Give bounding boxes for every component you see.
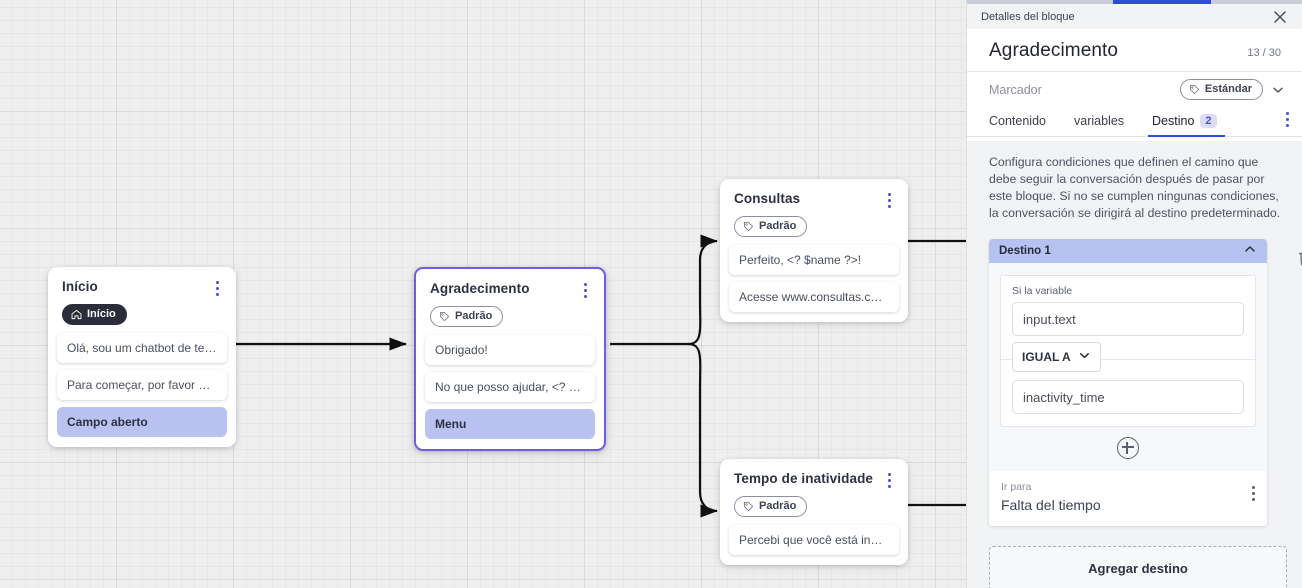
node-tag-label: Início — [87, 308, 116, 320]
node-message[interactable]: Perfeito, <? $name ?>! — [729, 245, 899, 275]
variable-input[interactable]: input.text — [1012, 302, 1244, 336]
node-messages: Obrigado! No que posso ajudar, <? $name … — [416, 335, 604, 449]
goto-value: Falta del tiempo — [1001, 497, 1101, 513]
flow-node-inicio[interactable]: Início Início Olá, sou um chatbot de tes… — [48, 267, 236, 447]
flow-node-consultas[interactable]: Consultas Padrão Perfeito, <? $name ?>! … — [720, 179, 908, 322]
operator-label: IGUAL A — [1022, 350, 1071, 364]
char-counter: 13 / 30 — [1247, 47, 1281, 59]
node-messages: Olá, sou um chatbot de teste! Para começ… — [48, 333, 236, 447]
panel-overflow-menu-button[interactable] — [1286, 112, 1289, 136]
operator-row: IGUAL A — [1001, 342, 1255, 376]
node-message-highlight[interactable]: Campo aberto — [57, 407, 227, 437]
node-menu-button[interactable] — [209, 279, 225, 297]
tag-icon — [1189, 84, 1200, 95]
marcador-row: Marcador Estándar — [967, 72, 1302, 107]
node-message[interactable]: No que posso ajudar, <? $name ... — [425, 372, 595, 402]
close-icon[interactable] — [1271, 8, 1289, 26]
node-title: Consultas — [734, 191, 801, 206]
destination-block: Destino 1 Si la variable input.text IGUA… — [989, 239, 1302, 526]
tab-variables[interactable]: variables — [1074, 114, 1124, 136]
tab-label: Contenido — [989, 114, 1046, 128]
divider — [1001, 359, 1255, 360]
tag-icon — [439, 311, 450, 322]
active-tab-indicator — [1113, 0, 1211, 4]
tab-label: variables — [1074, 114, 1125, 128]
node-header: Tempo de inatividade Padrão — [720, 459, 908, 525]
node-messages: Percebi que você está inativo. C... — [720, 525, 908, 565]
condition-label: Si la variable — [1012, 285, 1073, 297]
flow-node-agradecimento[interactable]: Agradecimento Padrão Obrigado! No que po… — [414, 267, 606, 451]
goto-menu-button[interactable] — [1252, 480, 1255, 501]
block-details-panel: Detalles del bloque Agradecimento 13 / 3… — [966, 0, 1302, 588]
goto-card[interactable]: Ir para Falta del tiempo — [989, 471, 1267, 526]
edge-agradecimento-consultas — [687, 234, 718, 346]
node-message[interactable]: Acesse www.consultas.com par... — [729, 282, 899, 312]
node-menu-button[interactable] — [881, 191, 897, 209]
goto-text: Ir para Falta del tiempo — [1001, 480, 1252, 515]
flow-edges — [236, 234, 966, 518]
plus-circle-icon[interactable] — [1117, 437, 1139, 459]
node-message[interactable]: Para começar, por favor digite o ... — [57, 370, 227, 400]
trash-icon[interactable] — [1297, 249, 1302, 267]
edge-agradecimento-inatividade — [687, 342, 718, 518]
tab-destino[interactable]: Destino 2 — [1148, 114, 1225, 137]
node-header: Agradecimento Padrão — [416, 269, 604, 335]
node-menu-button[interactable] — [577, 281, 593, 299]
panel-header-section: Agradecimento 13 / 30 Marcador Estándar … — [967, 29, 1302, 141]
node-title: Início — [62, 279, 98, 294]
block-name: Agradecimento — [989, 40, 1119, 61]
chevron-up-icon[interactable] — [1243, 242, 1257, 261]
compare-value-input[interactable]: inactivity_time — [1012, 380, 1244, 414]
flow-canvas[interactable]: Início Início Olá, sou um chatbot de tes… — [0, 0, 966, 588]
node-header: Consultas Padrão — [720, 179, 908, 245]
panel-topbar: Detalles del bloque — [967, 4, 1302, 29]
goto-label: Ir para — [1001, 481, 1032, 493]
node-message[interactable]: Obrigado! — [425, 335, 595, 365]
node-tag-chip[interactable]: Início — [62, 304, 127, 325]
node-tag-chip[interactable]: Padrão — [430, 306, 504, 327]
node-tag-label: Padrão — [455, 310, 493, 322]
add-destination-button[interactable]: Agregar destino — [989, 546, 1287, 588]
panel-tabs: Contenido variables Destino 2 — [967, 107, 1302, 137]
destination-title: Destino 1 — [999, 245, 1051, 257]
browser-tab-strip — [967, 0, 1302, 4]
flow-node-inatividade[interactable]: Tempo de inatividade Padrão Percebi que … — [720, 459, 908, 565]
home-icon — [71, 309, 82, 320]
node-tag-label: Padrão — [759, 500, 797, 512]
block-title-row: Agradecimento 13 / 30 — [967, 29, 1302, 72]
panel-header-title: Detalles del bloque — [981, 10, 1075, 23]
operator-select[interactable]: IGUAL A — [1012, 342, 1101, 372]
node-message[interactable]: Percebi que você está inativo. C... — [729, 525, 899, 555]
panel-body: Configura condiciones que definen el cam… — [967, 141, 1302, 588]
tag-icon — [743, 501, 754, 512]
marcador-chip[interactable]: Estándar — [1179, 79, 1263, 100]
node-title: Agradecimento — [430, 281, 530, 296]
node-header: Início Início — [48, 267, 236, 333]
node-tag-chip[interactable]: Padrão — [734, 216, 808, 237]
destination-card: Destino 1 Si la variable input.text IGUA… — [989, 239, 1267, 526]
node-message[interactable]: Olá, sou um chatbot de teste! — [57, 333, 227, 363]
chevron-down-icon — [1078, 349, 1091, 365]
destination-header[interactable]: Destino 1 — [989, 239, 1267, 263]
tag-icon — [743, 221, 754, 232]
node-tag-label: Padrão — [759, 220, 797, 232]
tab-contenido[interactable]: Contenido — [989, 114, 1046, 136]
condition-box: Si la variable input.text IGUAL A in — [1000, 275, 1256, 427]
marcador-value: Estándar — [1204, 83, 1252, 95]
node-messages: Perfeito, <? $name ?>! Acesse www.consul… — [720, 245, 908, 322]
node-message-highlight[interactable]: Menu — [425, 409, 595, 439]
tab-label: Destino — [1152, 114, 1195, 128]
node-tag-chip[interactable]: Padrão — [734, 496, 808, 517]
tab-badge: 2 — [1200, 114, 1217, 128]
marcador-label: Marcador — [989, 82, 1042, 97]
node-menu-button[interactable] — [881, 471, 897, 489]
node-title: Tempo de inatividade — [734, 471, 874, 486]
chevron-down-icon[interactable] — [1271, 83, 1285, 97]
destination-description: Configura condiciones que definen el cam… — [989, 155, 1281, 220]
add-condition-row — [989, 427, 1267, 471]
